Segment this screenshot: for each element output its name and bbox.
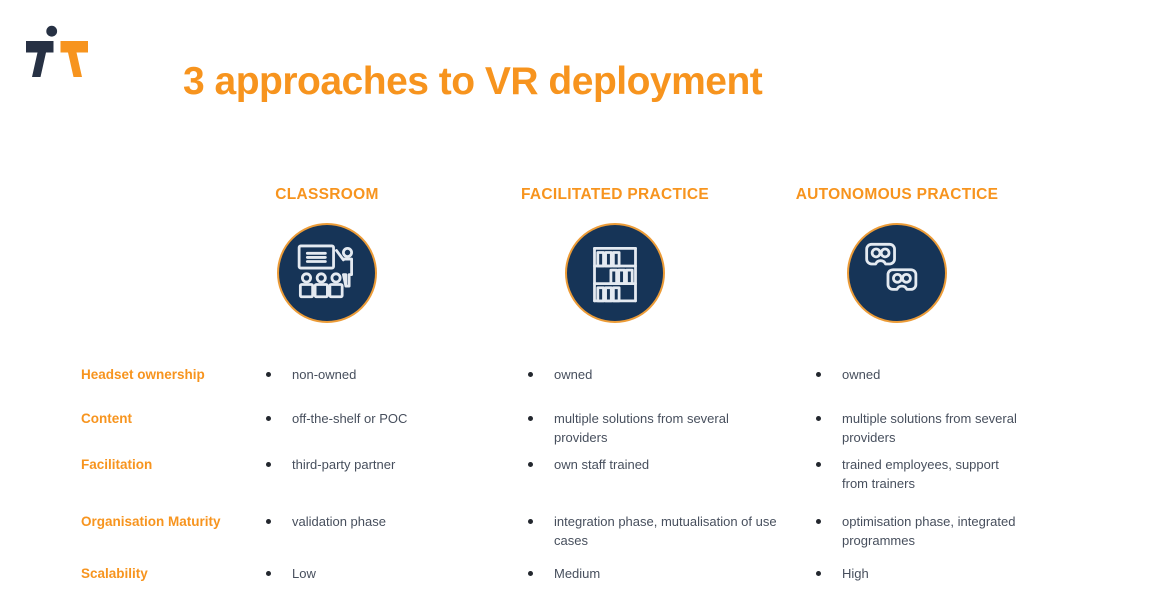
- cell-classroom-organisation-maturity: validation phase: [266, 512, 512, 531]
- cell-text: owned: [842, 367, 881, 382]
- cell-classroom-scalability: Low: [266, 564, 512, 583]
- bullet-dot: [528, 519, 533, 524]
- bullet-dot: [266, 519, 271, 524]
- bullet-dot: [816, 372, 821, 377]
- cell-text: own staff trained: [554, 457, 650, 472]
- cell-text: owned: [554, 367, 593, 382]
- bullet-dot: [266, 571, 271, 576]
- cell-autonomous-organisation-maturity: optimisation phase, integrated programme…: [816, 512, 1054, 550]
- row-label-organisation-maturity: Organisation Maturity: [81, 514, 221, 529]
- cell-facilitated-organisation-maturity: integration phase, mutualisation of use …: [528, 512, 812, 550]
- column-header-classroom: CLASSROOM: [275, 186, 379, 203]
- bullet-dot: [816, 519, 821, 524]
- column-header-autonomous-practice: AUTONOMOUS PRACTICE: [795, 186, 999, 203]
- bullet-dot: [528, 571, 533, 576]
- cell-text: validation phase: [292, 514, 386, 529]
- bullet-dot: [528, 462, 533, 467]
- bullet-dot: [266, 462, 271, 467]
- cell-autonomous-scalability: High: [816, 564, 1054, 583]
- cell-text: High: [842, 566, 869, 581]
- cell-facilitated-content: multiple solutions from several provider…: [528, 409, 812, 447]
- cell-autonomous-headset-ownership: owned: [816, 365, 1054, 384]
- cell-text: integration phase, mutualisation of use …: [554, 514, 777, 548]
- cell-classroom-facilitation: third-party partner: [266, 455, 512, 474]
- cell-text: multiple solutions from several provider…: [554, 411, 729, 445]
- row-label-scalability: Scalability: [81, 566, 148, 581]
- cell-autonomous-content: multiple solutions from several provider…: [816, 409, 1054, 447]
- bullet-dot: [528, 416, 533, 421]
- headset-shelf-icon: [593, 247, 637, 303]
- bullet-dot: [528, 372, 533, 377]
- cell-autonomous-facilitation: trained employees, support from trainers: [816, 455, 1054, 493]
- cell-classroom-content: off-the-shelf or POC: [266, 409, 512, 428]
- row-label-facilitation: Facilitation: [81, 457, 153, 472]
- walking-person-logo-icon: [26, 25, 88, 77]
- bullet-dot: [816, 416, 821, 421]
- cell-text: multiple solutions from several provider…: [842, 411, 1017, 445]
- bullet-dot: [816, 462, 821, 467]
- cell-facilitated-scalability: Medium: [528, 564, 812, 583]
- cell-text: third-party partner: [292, 457, 396, 472]
- bullet-dot: [266, 416, 271, 421]
- column-header-facilitated-practice: FACILITATED PRACTICE: [521, 186, 709, 203]
- cell-text: Medium: [554, 566, 601, 581]
- row-label-content: Content: [81, 411, 132, 426]
- classroom-training-icon: [297, 244, 353, 299]
- page-title: 3 approaches to VR deployment: [183, 60, 763, 103]
- cell-text: trained employees, support from trainers: [842, 457, 999, 491]
- cell-facilitated-headset-ownership: owned: [528, 365, 812, 384]
- bullet-dot: [816, 571, 821, 576]
- cell-classroom-headset-ownership: non-owned: [266, 365, 512, 384]
- cell-text: optimisation phase, integrated programme…: [842, 514, 1016, 548]
- row-label-headset-ownership: Headset ownership: [81, 367, 205, 382]
- classroom-icon-circle: [277, 223, 377, 323]
- cell-text: non-owned: [292, 367, 357, 382]
- facilitated-practice-icon-circle: [565, 223, 665, 323]
- bullet-dot: [266, 372, 271, 377]
- cell-text: off-the-shelf or POC: [292, 411, 408, 426]
- vr-headsets-icon: [865, 242, 918, 291]
- cell-facilitated-facilitation: own staff trained: [528, 455, 812, 474]
- cell-text: Low: [292, 566, 316, 581]
- autonomous-practice-icon-circle: [847, 223, 947, 323]
